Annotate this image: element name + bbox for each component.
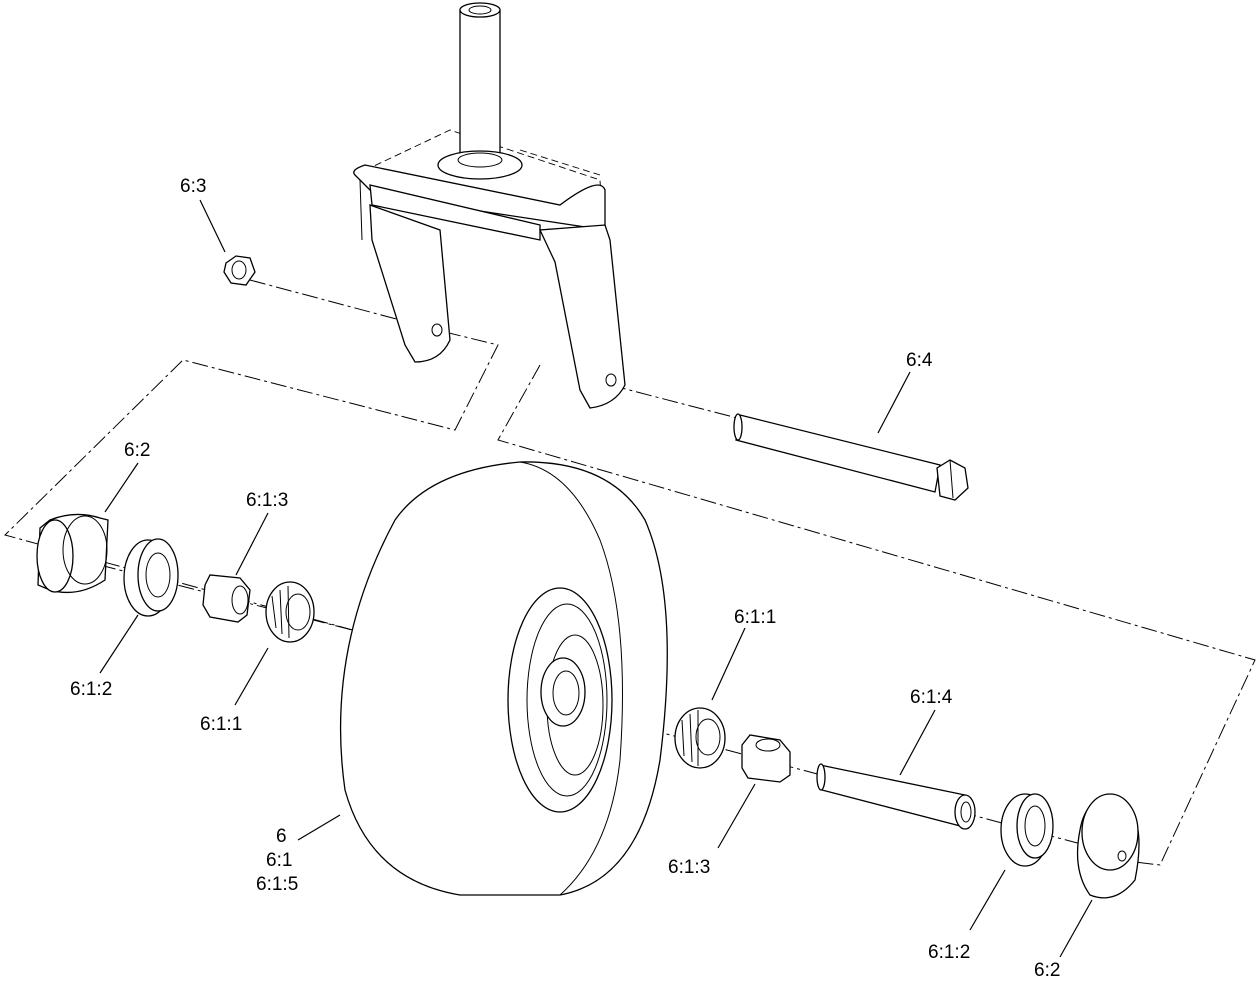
left-seal (123, 538, 179, 617)
callout-labels: 6:3 6:4 6:2 6:1:3 6:1:2 6:1:1 6:1:1 6:1:… (70, 176, 1060, 981)
callout-6-3: 6:3 (180, 176, 206, 197)
lock-nut (223, 255, 256, 286)
right-roller-bearing (674, 707, 726, 769)
left-roller-bearing (265, 581, 315, 643)
left-spacer (202, 574, 251, 623)
callout-6-2-right: 6:2 (1034, 960, 1060, 981)
right-cap (1076, 793, 1140, 899)
callout-6-1-3-left: 6:1:3 (246, 490, 288, 511)
callout-wheel-6-1-5: 6:1:5 (256, 874, 298, 895)
callout-6-1-4: 6:1:4 (910, 687, 953, 708)
wheel-assembly (339, 461, 668, 896)
callout-6-1-2-left: 6:1:2 (70, 679, 112, 700)
callout-6-1-3-right: 6:1:3 (668, 857, 710, 878)
callout-wheel-6-1: 6:1 (266, 850, 292, 871)
callout-6-4: 6:4 (906, 350, 933, 371)
right-spacer (741, 734, 791, 783)
callout-6-1-1-right: 6:1:1 (734, 607, 776, 628)
leader-lines (99, 199, 1093, 958)
axle-bolt (733, 413, 969, 501)
callout-6-2-left: 6:2 (124, 440, 150, 461)
caster-fork (353, 2, 626, 409)
callout-6-1-1-left: 6:1:1 (200, 714, 242, 735)
callout-6-1-2-right: 6:1:2 (928, 942, 970, 963)
right-seal (1000, 793, 1054, 867)
callout-wheel-6: 6 (276, 826, 287, 847)
left-cap (36, 513, 109, 594)
axle-tube (816, 763, 976, 830)
